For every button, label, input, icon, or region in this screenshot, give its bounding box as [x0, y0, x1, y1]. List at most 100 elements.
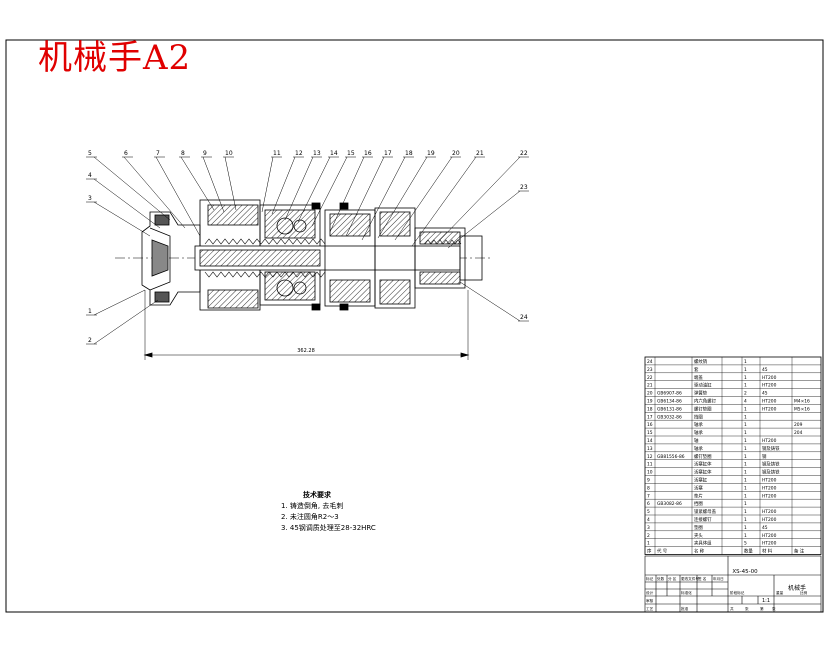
bom-cell-name: 垫圈	[694, 524, 703, 531]
balloon-leader	[311, 156, 348, 227]
balloon-number: 22	[520, 150, 528, 157]
tb-change-doc: 更改文件号	[681, 576, 699, 581]
bom-cell-name: 夹具体组	[694, 540, 712, 547]
bom-cell-qty: 1	[744, 438, 747, 444]
bom-cell-code: GB81556-86	[657, 454, 685, 460]
balloon-number: 16	[364, 150, 372, 157]
bom-cell-qty: 1	[744, 430, 747, 436]
bom-cell-material: 45	[762, 391, 768, 397]
balloon-leader	[93, 201, 151, 237]
bom-cell-qty: 1	[744, 375, 747, 381]
bom-cell-material: HT200	[762, 406, 777, 412]
balloon-number: 15	[347, 150, 355, 157]
bom-cell-no: 11	[647, 462, 653, 468]
bom-cell-qty: 1	[744, 485, 747, 491]
balloon-number: 6	[124, 150, 128, 157]
balloon-number: 21	[476, 150, 484, 157]
bom-cell-qty: 1	[744, 517, 747, 523]
bom-cell-material: HT200	[762, 533, 777, 539]
balloon-leader	[361, 156, 406, 241]
bom-cell-no: 12	[647, 454, 653, 460]
bom-cell-name: 端盖	[694, 374, 703, 381]
bom-header-name: 名 称	[694, 548, 705, 555]
bom-cell-name: 活塞缸体	[694, 469, 712, 476]
bom-cell-no: 2	[647, 533, 650, 539]
bom-cell-name: 挡圈	[694, 413, 703, 420]
tb-zone: 分 区	[668, 576, 677, 581]
notes-title: 技术要求	[303, 491, 331, 499]
bom-cell-qty: 1	[744, 422, 747, 428]
tb-ratio: 比例	[800, 590, 808, 595]
notes-item-1: 1. 铸造倒角, 去毛刺	[281, 502, 344, 510]
sheet-stamp-title: 机械手A2	[38, 38, 192, 78]
bom-cell-no: 19	[647, 399, 653, 405]
tb-standard: 标准化	[681, 590, 692, 595]
bom-header-note: 备 注	[794, 548, 805, 555]
bom-cell-qty: 2	[744, 391, 747, 397]
bom-cell-name: 螺钉垫圈	[694, 453, 712, 460]
sheet-border	[5, 39, 824, 613]
bom-cell-name: 轴	[694, 437, 699, 444]
bom-cell-qty: 1	[744, 406, 747, 412]
tb-mark: 标记	[646, 576, 654, 581]
bom-cell-material: 钢及铸铁	[762, 445, 780, 452]
notes-item-2: 2. 未注圆角R2～3	[281, 513, 339, 521]
bom-cell-name: 活塞缸	[694, 477, 708, 484]
balloon-leader	[93, 289, 146, 316]
bom-cell-no: 24	[647, 359, 653, 365]
tb-process: 工艺	[646, 606, 654, 611]
bom-cell-no: 10	[647, 470, 653, 476]
balloon-number: 14	[330, 150, 338, 157]
balloon-number: 1	[88, 308, 92, 315]
balloon-number: 19	[427, 150, 435, 157]
tb-sign: 签 名	[698, 576, 707, 581]
tb-approve: 批准	[681, 606, 689, 611]
bom-cell-material: HT200	[762, 438, 777, 444]
balloon-leader	[377, 156, 428, 239]
bom-header-code: 代 号	[657, 548, 668, 555]
balloon-leader	[447, 190, 521, 249]
balloon-leader	[93, 178, 161, 229]
bom-cell-code: GB3032-86	[657, 414, 682, 420]
bom-cell-material: HT200	[762, 383, 777, 389]
bom-cell-name: 活塞缸体	[694, 461, 712, 468]
bom-cell-name: 锁紧螺母盖	[694, 508, 717, 515]
title-block	[644, 555, 822, 613]
balloon-leader	[284, 156, 314, 221]
notes-item-3: 3. 45钢调质处理至28-32HRC	[281, 524, 376, 532]
balloon-leader	[123, 156, 186, 229]
bom-cell-qty: 1	[744, 478, 747, 484]
bom-cell-qty: 1	[744, 414, 747, 420]
balloon-leader	[93, 156, 171, 221]
bom-cell-name: 垫片	[694, 492, 703, 499]
bom-cell-note: 204	[794, 430, 803, 436]
bom-cell-qty: 5	[744, 541, 747, 547]
balloon-number: 18	[405, 150, 413, 157]
bom-cell-no: 21	[647, 383, 653, 389]
balloon-leader	[93, 299, 159, 345]
bom-cell-no: 3	[647, 525, 650, 531]
balloon-number: 7	[156, 150, 160, 157]
bom-cell-material: HT200	[762, 375, 777, 381]
balloon-leaders	[86, 156, 529, 345]
bom-cell-name: 螺钉垫圈	[694, 405, 712, 412]
balloon-leader	[394, 156, 453, 241]
bom-cell-name: 弹簧垫	[694, 390, 708, 397]
part-name: 机械手	[788, 584, 806, 592]
bom-cell-material: HT200	[762, 485, 777, 491]
bom-cell-no: 16	[647, 422, 653, 428]
bom-cell-material: HT200	[762, 399, 777, 405]
overall-dimension-label: 362.28	[297, 348, 315, 354]
bom-cell-no: 5	[647, 509, 650, 515]
bom-cell-material: HT200	[762, 517, 777, 523]
bom-cell-material: HT200	[762, 493, 777, 499]
bom-cell-name: 活塞	[694, 484, 703, 491]
bom-cell-no: 9	[647, 478, 650, 484]
balloon-leader	[459, 281, 521, 322]
bom-header-material: 材 料	[762, 548, 773, 555]
drawing-number: XS-45-00	[732, 569, 758, 575]
bom-cell-no: 22	[647, 375, 653, 381]
bom-cell-name: 轴承	[694, 429, 703, 436]
